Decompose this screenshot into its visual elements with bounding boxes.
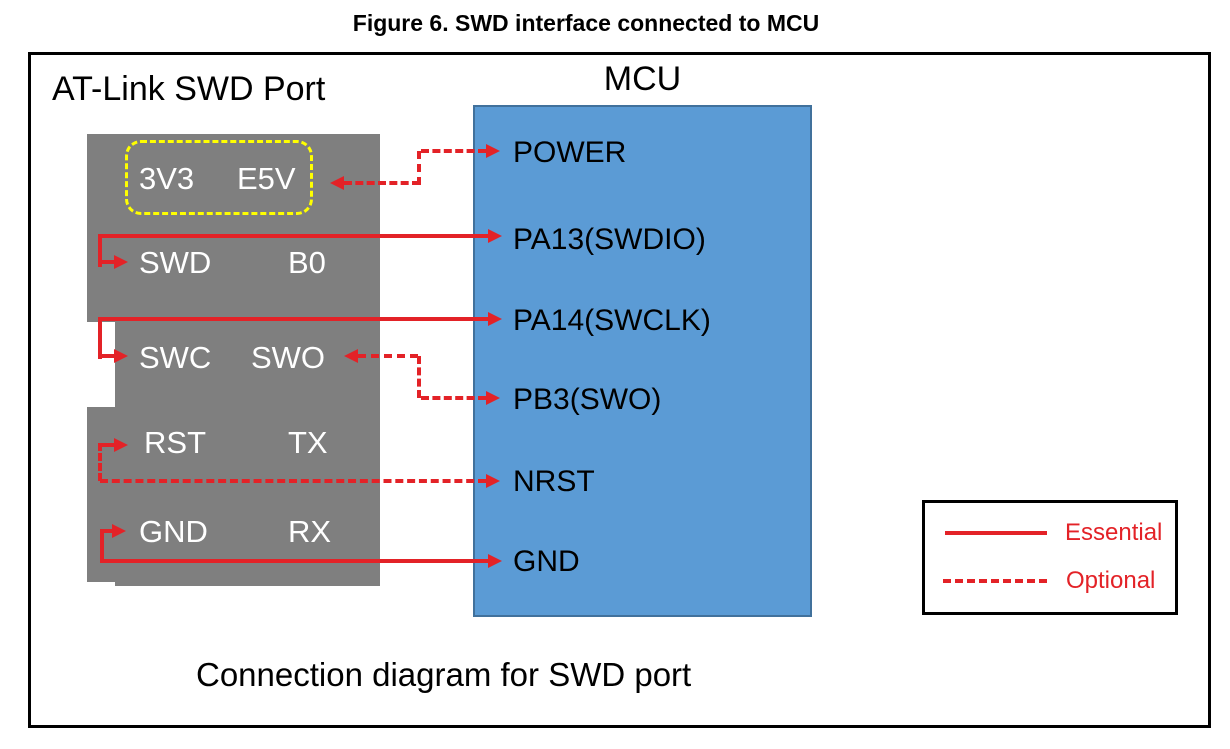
mcu-pin-nrst: NRST xyxy=(513,465,595,498)
pin-tx: TX xyxy=(288,425,328,460)
mcu-pin-gnd: GND xyxy=(513,545,580,578)
atlink-row-swc: SWC SWO xyxy=(139,342,325,373)
legend-box xyxy=(922,500,1178,615)
pin-swd: SWD xyxy=(139,245,212,280)
arrow-left-icon xyxy=(330,176,344,190)
legend-essential-label: Essential xyxy=(1065,519,1163,546)
atlink-title: AT-Link SWD Port xyxy=(52,70,326,108)
wire-swo-pb3-lower xyxy=(421,396,486,400)
legend-essential-line xyxy=(945,531,1047,535)
power-pins-outline xyxy=(125,140,313,215)
wire-power-e5v-vertical xyxy=(417,151,421,185)
pin-b0: B0 xyxy=(288,245,326,280)
arrow-right-icon xyxy=(488,554,502,568)
wire-gnd-gnd-horizontal xyxy=(100,559,488,563)
figure-title: Figure 6. SWD interface connected to MCU xyxy=(352,10,820,36)
wire-swd-pa13-horizontal xyxy=(98,234,488,238)
arrow-right-icon xyxy=(486,474,500,488)
arrow-right-icon xyxy=(486,144,500,158)
wire-rst-nrst-vertical xyxy=(98,443,102,481)
wire-swd-pa13-vertical xyxy=(98,234,102,267)
diagram-caption: Connection diagram for SWD port xyxy=(196,656,692,693)
wire-gnd-gnd-stub xyxy=(100,529,112,533)
pin-rx: RX xyxy=(288,514,332,549)
wire-gnd-gnd-vertical xyxy=(100,529,104,563)
wire-rst-nrst-horizontal xyxy=(100,479,486,483)
mcu-pin-pa14: PA14(SWCLK) xyxy=(513,304,711,337)
wire-swo-pb3-vertical xyxy=(417,356,421,398)
pin-swc: SWC xyxy=(139,340,212,375)
arrow-right-icon xyxy=(488,312,502,326)
wire-swc-pa14-stub xyxy=(98,354,114,358)
wire-swd-pa13-stub xyxy=(98,260,114,264)
arrow-right-icon xyxy=(486,391,500,405)
mcu-block xyxy=(473,105,812,617)
pin-3v3: 3V3 xyxy=(139,161,195,196)
pin-swo: SWO xyxy=(251,340,326,375)
mcu-pin-pb3: PB3(SWO) xyxy=(513,383,662,416)
pin-rst: RST xyxy=(144,425,206,460)
arrow-right-icon xyxy=(114,438,128,452)
arrow-right-icon xyxy=(114,349,128,363)
pin-e5v: E5V xyxy=(237,161,296,196)
wire-swc-pa14-vertical xyxy=(98,317,102,359)
wire-power-e5v-lower xyxy=(344,181,420,185)
mcu-title: MCU xyxy=(603,60,682,98)
atlink-row-rst: RST TX xyxy=(144,427,328,458)
atlink-body-extension-top xyxy=(87,134,115,322)
arrow-right-icon xyxy=(114,255,128,269)
wire-swc-pa14-horizontal xyxy=(98,317,488,321)
arrow-right-icon xyxy=(112,524,126,538)
wire-swo-pb3-upper xyxy=(358,354,418,358)
arrow-right-icon xyxy=(488,229,502,243)
mcu-pin-pa13: PA13(SWDIO) xyxy=(513,223,706,256)
atlink-body xyxy=(115,134,380,586)
mcu-pin-power: POWER xyxy=(513,136,627,169)
legend-optional-label: Optional xyxy=(1066,567,1156,594)
arrow-left-icon xyxy=(344,349,358,363)
legend-optional-line xyxy=(943,579,1047,583)
pin-gnd: GND xyxy=(139,514,208,549)
atlink-row-swd: SWD B0 xyxy=(139,247,326,278)
wire-power-e5v-upper xyxy=(421,149,486,153)
atlink-row-power: 3V3 E5V xyxy=(139,163,296,194)
wire-rst-nrst-stub xyxy=(102,443,114,447)
atlink-row-gnd: GND RX xyxy=(139,516,331,547)
